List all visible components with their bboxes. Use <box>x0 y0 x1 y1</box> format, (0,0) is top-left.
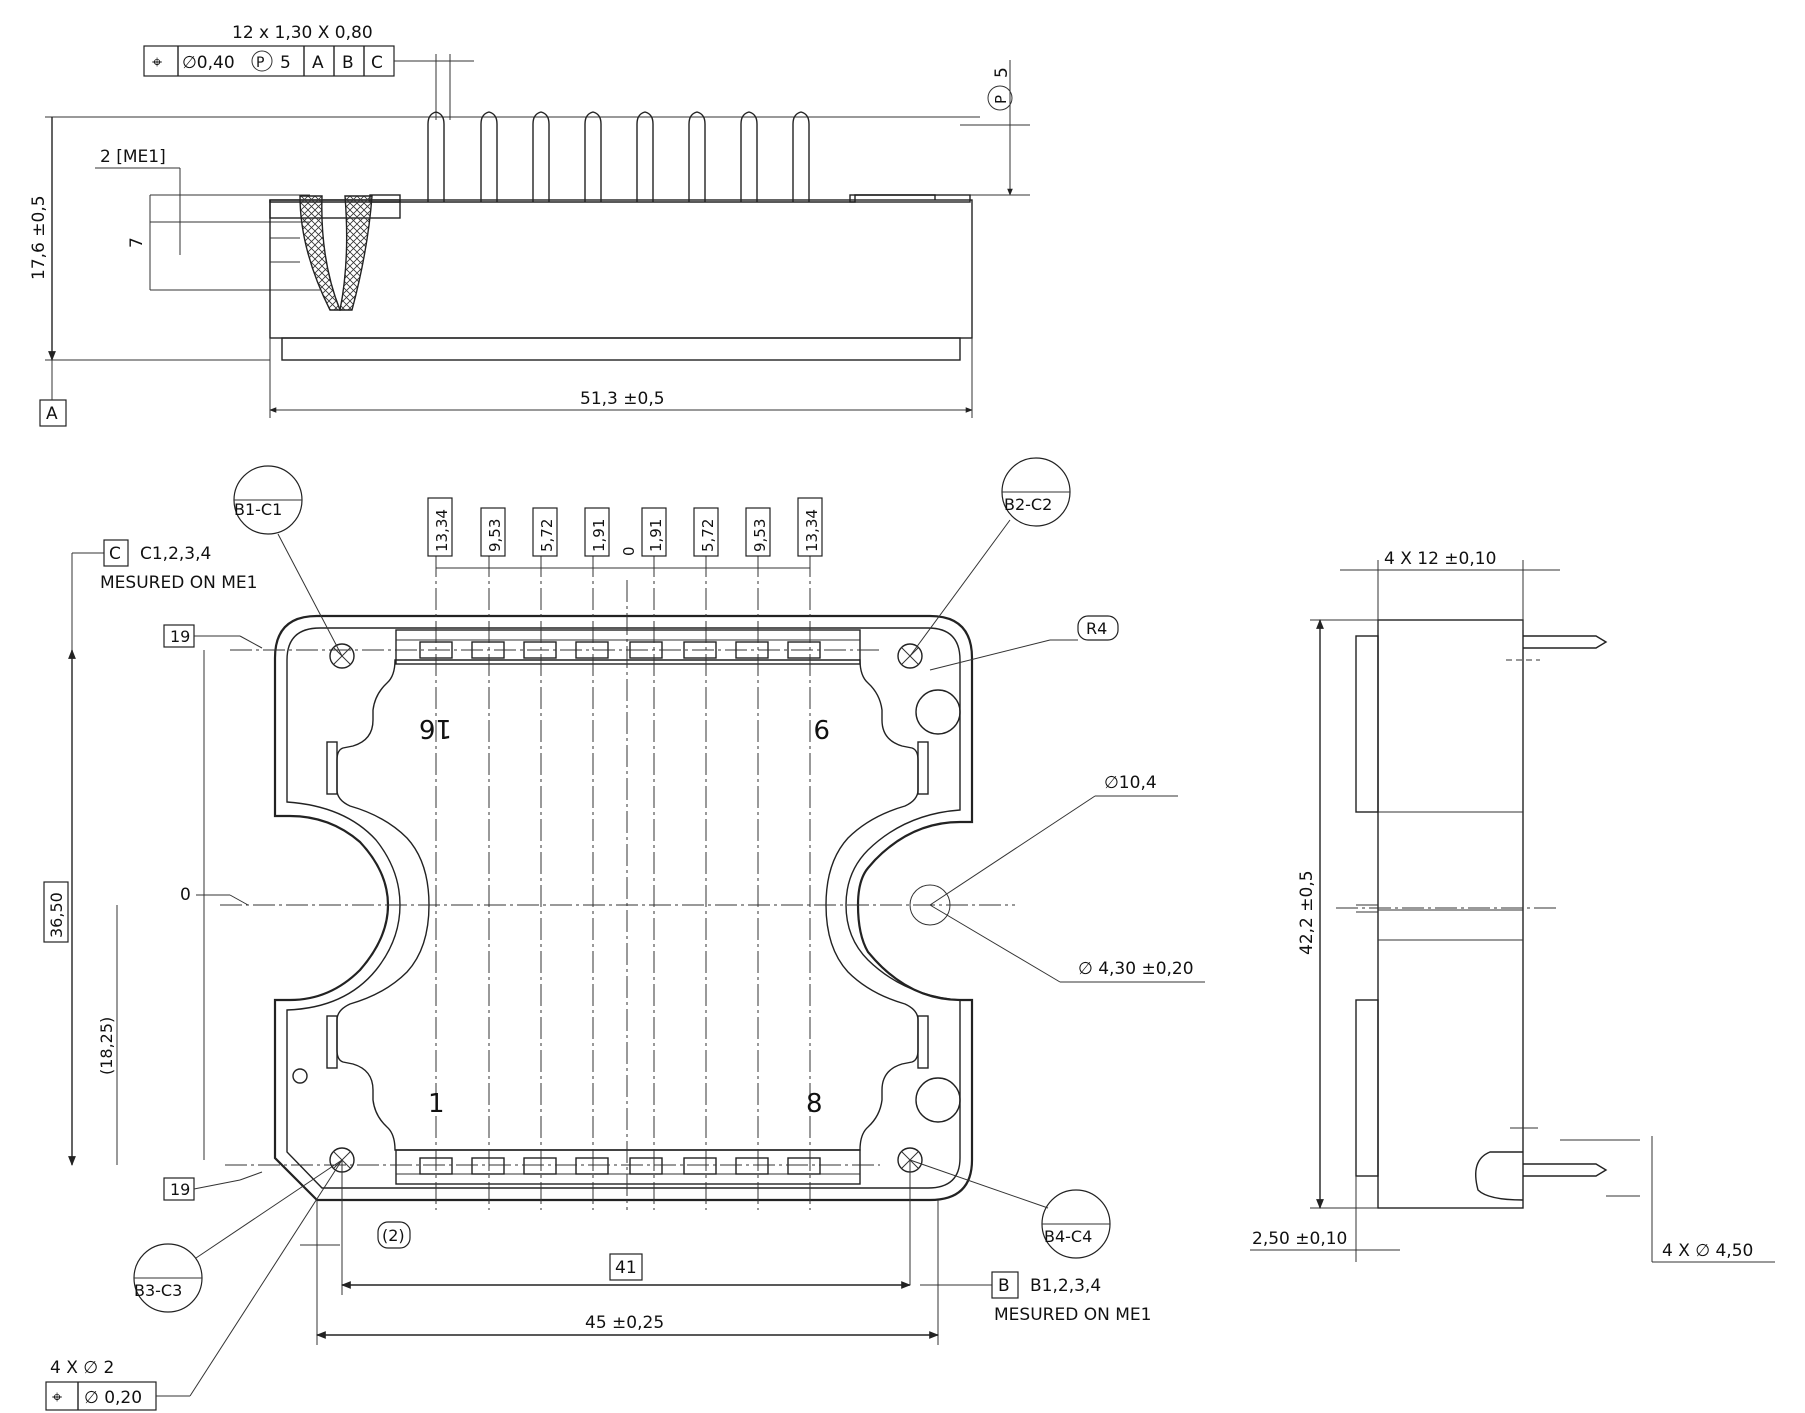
bubble-b4c4: B4-C4 <box>909 1159 1111 1259</box>
side-dim-422: 42,2 ±0,5 <box>1297 870 1317 955</box>
dim-2: (2) <box>382 1226 405 1245</box>
fcf-datum-b: B <box>342 53 354 73</box>
side-view: 4 X 12 ±0,10 42,2 ±0,5 2,50 ±0,10 4 X ∅ … <box>1250 549 1775 1263</box>
fcf-datum-a: A <box>312 53 324 73</box>
zero-origin-label: 0 <box>180 885 191 905</box>
bottom-pin-strip <box>395 1149 861 1185</box>
pin-number-8: 8 <box>806 1089 823 1119</box>
pin-number-9: 9 <box>813 713 830 743</box>
svg-text:B1-C1: B1-C1 <box>234 500 282 519</box>
dia-430-callout: ∅ 4,30 ±0,20 <box>929 904 1205 983</box>
pin-position-tolerance-frame: ⌖ ∅0,40 P 5 A B C <box>143 45 395 77</box>
datum-c-label: C <box>109 544 121 564</box>
front-view: 12 x 1,30 X 0,80 ⌖ ∅0,40 P 5 A B C P 5 <box>29 23 1030 427</box>
bottom-pin-pads <box>419 1157 821 1175</box>
plan-view: 16 9 1 8 13,34 9,53 5,72 1,91 0 1,91 5,7… <box>43 457 1205 1411</box>
fcf-tolerance: ∅0,40 <box>182 53 235 73</box>
dim-7: 7 <box>127 237 147 248</box>
svg-text:1,91: 1,91 <box>590 519 608 552</box>
svg-text:0: 0 <box>620 546 638 556</box>
top-pin-strip <box>395 629 861 665</box>
overall-width-dim: 51,3 ±0,5 <box>580 389 665 409</box>
side-dim-450: 4 X ∅ 4,50 <box>1662 1241 1753 1261</box>
fcf-projected-modifier: P <box>256 55 264 71</box>
datum-c-targets: C1,2,3,4 <box>140 544 211 564</box>
datum-b-label: B <box>998 1276 1010 1296</box>
dim-41: 41 <box>615 1258 637 1278</box>
hole-position-icon: ⌖ <box>52 1387 62 1408</box>
dim-1825: (18,25) <box>97 1017 116 1075</box>
overall-height-dim: 17,6 ±0,5 <box>29 195 49 280</box>
svg-text:5,72: 5,72 <box>538 519 556 552</box>
fcf-datum-c: C <box>371 53 383 73</box>
module-housing-side <box>269 194 973 361</box>
position-symbol-icon: ⌖ <box>152 52 162 73</box>
svg-text:5,72: 5,72 <box>699 519 717 552</box>
me1-label: 2 [ME1] <box>100 147 166 167</box>
svg-text:R4: R4 <box>1086 619 1107 638</box>
svg-text:B4-C4: B4-C4 <box>1044 1227 1092 1246</box>
housing-outline <box>273 614 974 1202</box>
pin-number-1: 1 <box>428 1089 445 1119</box>
dim-19-bottom: 19 <box>170 1180 190 1199</box>
fcf-projected-height: 5 <box>280 53 291 73</box>
svg-text:9,53: 9,53 <box>751 519 769 552</box>
datum-b-note: MESURED ON ME1 <box>994 1305 1151 1325</box>
side-dim-250: 2,50 ±0,10 <box>1252 1229 1347 1249</box>
svg-text:13,34: 13,34 <box>433 509 451 552</box>
mounting-hole-b1c1 <box>329 643 355 669</box>
projected-zone-p: P <box>992 95 1010 104</box>
svg-text:∅10,4: ∅10,4 <box>1104 773 1157 793</box>
side-body <box>1377 619 1524 1209</box>
svg-text:9,53: 9,53 <box>486 519 504 552</box>
dim-45: 45 ±0,25 <box>585 1313 664 1333</box>
mounting-hole-b2c2 <box>897 643 923 669</box>
pin-offset-dims: 13,34 9,53 5,72 1,91 0 1,91 5,72 9,53 13… <box>427 497 823 569</box>
svg-text:1,91: 1,91 <box>647 519 665 552</box>
radius-callout: R4 <box>929 615 1119 671</box>
svg-text:B2-C2: B2-C2 <box>1004 495 1052 514</box>
datum-c-note: MESURED ON ME1 <box>100 573 257 593</box>
bubble-b2c2: B2-C2 <box>909 457 1071 657</box>
svg-text:13,34: 13,34 <box>803 509 821 552</box>
projected-zone-value: 5 <box>992 67 1012 78</box>
bubble-b3c3: B3-C3 <box>133 1159 343 1313</box>
svg-text:B3-C3: B3-C3 <box>134 1281 182 1300</box>
dim-19-top: 19 <box>170 627 190 646</box>
pin-size-callout: 12 x 1,30 X 0,80 <box>232 23 373 43</box>
datum-a-box <box>39 399 67 427</box>
pin-row-front <box>427 111 810 202</box>
dim-3650: 36,50 <box>47 892 66 938</box>
hole-callout: 4 X ∅ 2 <box>50 1358 114 1378</box>
hole-tolerance: ∅ 0,20 <box>84 1388 142 1408</box>
datum-b-targets: B1,2,3,4 <box>1030 1276 1101 1296</box>
bubble-b1c1: B1-C1 <box>233 465 343 657</box>
svg-text:∅ 4,30 ±0,20: ∅ 4,30 ±0,20 <box>1078 959 1194 979</box>
pin-number-16: 16 <box>419 713 452 743</box>
datum-a-label: A <box>46 404 58 424</box>
side-dim-12: 4 X 12 ±0,10 <box>1384 549 1496 569</box>
dia-104-callout: ∅10,4 <box>929 773 1178 906</box>
